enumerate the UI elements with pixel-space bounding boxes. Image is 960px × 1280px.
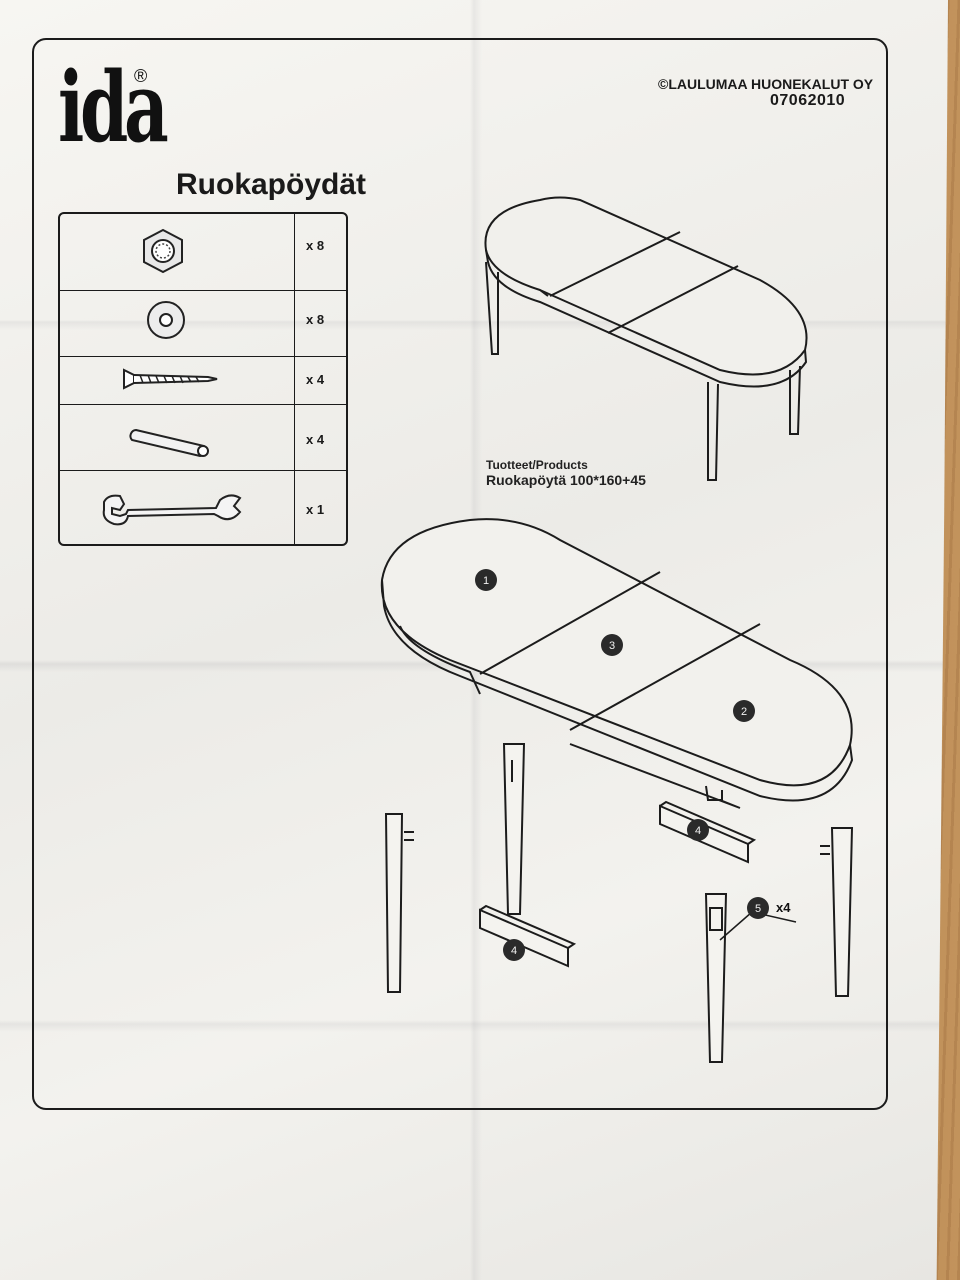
registered-mark: ®	[134, 66, 148, 86]
svg-text:3: 3	[609, 640, 615, 652]
hex-nut-icon	[143, 228, 183, 274]
qty-dowel: x 4	[306, 432, 325, 447]
document-number: 07062010	[770, 92, 846, 109]
dowel-icon	[129, 428, 209, 458]
parts-table-divider	[294, 214, 295, 544]
parts-row-separator	[60, 356, 346, 357]
table-leg	[704, 893, 728, 1063]
parts-row-separator	[60, 290, 346, 291]
parts-row-separator	[60, 470, 346, 471]
callout-badge-5: 5	[747, 897, 769, 919]
svg-text:5: 5	[755, 903, 761, 915]
brand-logo: ida	[58, 51, 169, 164]
page-title: Ruokapöydät	[176, 168, 367, 201]
qty-wrench: x 1	[306, 502, 325, 517]
svg-text:4: 4	[695, 825, 701, 837]
callout-badge-4b: 4	[503, 939, 525, 961]
washer-icon	[147, 301, 185, 339]
parts-table: x 8 x 8 x 4 x 4 x 1	[58, 212, 348, 546]
sheet-frame	[32, 38, 888, 1110]
qty-washer: x 8	[306, 312, 325, 327]
svg-text:1: 1	[483, 575, 489, 587]
wrench-icon	[102, 494, 242, 526]
screw-icon	[123, 368, 218, 390]
qty-nut: x 8	[306, 238, 325, 253]
copyright-text: ©LAULUMAA HUONEKALUT OY	[658, 76, 874, 92]
table-leg	[830, 827, 854, 997]
callout-badge-1: 1	[475, 569, 497, 591]
parts-row-separator	[60, 404, 346, 405]
products-label: Tuotteet/Products	[486, 458, 588, 472]
table-leg-illustration	[384, 743, 854, 1063]
qty-screw: x 4	[306, 372, 325, 387]
assembled-table-illustration	[484, 196, 808, 481]
apron-rail	[479, 908, 569, 968]
svg-text:4: 4	[511, 945, 517, 957]
callout-badge-4a: 4	[687, 819, 709, 841]
bolt-quantity: x4	[776, 900, 791, 915]
svg-text:2: 2	[741, 706, 747, 718]
table-leg	[384, 813, 404, 993]
table-leg	[502, 743, 526, 915]
tabletop-exploded-illustration	[380, 518, 854, 809]
callout-badge-3: 3	[601, 634, 623, 656]
product-name: Ruokapöytä 100*160+45	[486, 472, 646, 488]
callout-badge-2: 2	[733, 700, 755, 722]
